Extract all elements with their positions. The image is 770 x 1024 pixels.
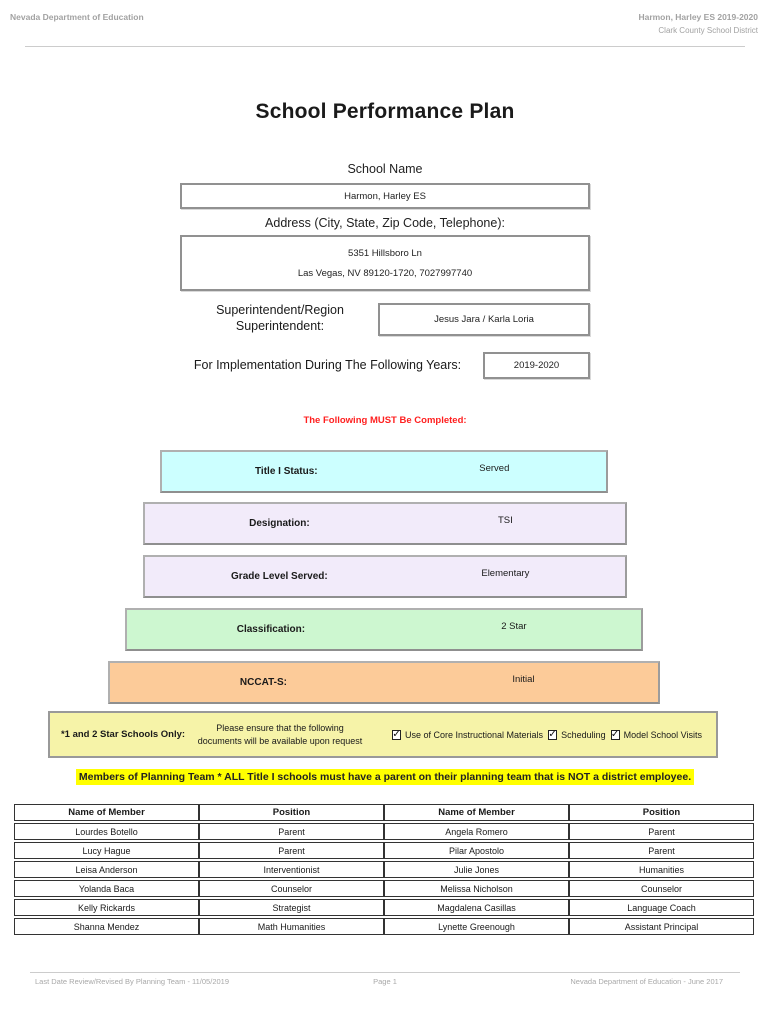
member-name-cell: Leisa Anderson <box>14 861 199 878</box>
table-row: Shanna Mendez Math Humanities Lynette Gr… <box>14 918 754 935</box>
address-line2: Las Vegas, NV 89120-1720, 7027997740 <box>297 267 473 279</box>
header-school-name-year: Harmon, Harley ES 2019-2020 <box>638 12 758 22</box>
superintendent-value: Jesus Jara / Karla Loria <box>434 314 534 325</box>
header-divider <box>25 46 745 47</box>
page-title: School Performance Plan <box>255 100 515 123</box>
footer-org-version: Nevada Department of Education - June 20… <box>570 977 723 986</box>
status-label: NCCAT-S: <box>239 677 287 688</box>
checkbox-label: Model School Visits <box>623 729 702 740</box>
checkbox-label: Scheduling <box>561 729 606 740</box>
column-header: Position <box>199 804 384 821</box>
must-complete-notice: The Following MUST Be Completed: <box>303 415 467 426</box>
member-name-cell: Julie Jones <box>384 861 569 878</box>
position-cell: Interventionist <box>199 861 384 878</box>
implementation-years-label: For Implementation During The Following … <box>193 358 462 372</box>
member-name-cell: Lucy Hague <box>14 842 199 859</box>
position-cell: Parent <box>569 823 754 840</box>
header-school-info: Harmon, Harley ES 2019-2020 Clark County… <box>638 12 758 35</box>
table-row: Lucy Hague Parent Pilar Apostolo Parent <box>14 842 754 859</box>
planning-team-table: Name of Member Position Name of Member P… <box>14 802 754 937</box>
school-name-field[interactable]: Harmon, Harley ES <box>180 183 590 209</box>
implementation-years-field[interactable]: 2019-2020 <box>483 352 590 379</box>
checked-checkbox-icon[interactable]: ✓ <box>610 728 620 740</box>
checkbox-group: ✓ Use of Core Instructional Materials ✓ … <box>364 728 716 740</box>
planning-team-notice: Members of Planning Team * ALL Title I s… <box>75 769 695 785</box>
school-name-value: Harmon, Harley ES <box>344 190 426 202</box>
header-org-name: Nevada Department of Education <box>10 12 144 22</box>
position-cell: Counselor <box>569 880 754 897</box>
status-row-grade-level: Grade Level Served: Elementary <box>143 555 627 598</box>
checked-checkbox-icon[interactable]: ✓ <box>548 728 558 740</box>
table-row: Kelly Rickards Strategist Magdalena Casi… <box>14 899 754 916</box>
position-cell: Parent <box>199 842 384 859</box>
member-name-cell: Magdalena Casillas <box>384 899 569 916</box>
star-schools-box: *1 and 2 Star Schools Only: Please ensur… <box>48 711 718 758</box>
address-label: Address (City, State, Zip Code, Telephon… <box>265 216 505 230</box>
table-row: Leisa Anderson Interventionist Julie Jon… <box>14 861 754 878</box>
status-label: Title I Status: <box>255 466 318 477</box>
status-value[interactable]: 2 Star <box>501 621 527 632</box>
member-name-cell: Angela Romero <box>384 823 569 840</box>
status-value[interactable]: Served <box>479 463 510 474</box>
table-row: Lourdes Botello Parent Angela Romero Par… <box>14 823 754 840</box>
status-row-classification: Classification: 2 Star <box>125 608 643 651</box>
status-row-title-i-status: Title I Status: Served <box>160 450 608 493</box>
status-label: Grade Level Served: <box>231 571 328 582</box>
star-schools-note: Please ensure that the following documen… <box>197 723 363 746</box>
status-value[interactable]: TSI <box>498 515 513 526</box>
position-cell: Assistant Principal <box>569 918 754 935</box>
column-header: Name of Member <box>14 804 199 821</box>
member-name-cell: Shanna Mendez <box>14 918 199 935</box>
status-label: Classification: <box>236 624 306 635</box>
member-name-cell: Lourdes Botello <box>14 823 199 840</box>
position-cell: Humanities <box>569 861 754 878</box>
position-cell: Parent <box>569 842 754 859</box>
implementation-years-value: 2019-2020 <box>513 360 560 371</box>
status-label: Designation: <box>249 518 310 529</box>
superintendent-field[interactable]: Jesus Jara / Karla Loria <box>378 303 590 336</box>
checkbox-core-instructional-materials[interactable]: ✓ Use of Core Instructional Materials <box>392 728 544 740</box>
status-row-designation: Designation: TSI <box>143 502 627 545</box>
member-name-cell: Yolanda Baca <box>14 880 199 897</box>
status-row-nccat-s: NCCAT-S: Initial <box>108 661 660 704</box>
position-cell: Parent <box>199 823 384 840</box>
column-header: Position <box>569 804 754 821</box>
position-cell: Counselor <box>199 880 384 897</box>
checked-checkbox-icon[interactable]: ✓ <box>392 728 401 740</box>
planning-team-notice-row: Members of Planning Team * ALL Title I s… <box>0 767 770 785</box>
status-value[interactable]: Elementary <box>481 568 530 579</box>
checkbox-scheduling[interactable]: ✓ Scheduling <box>548 728 606 740</box>
member-name-cell: Melissa Nicholson <box>384 880 569 897</box>
header-district-name: Clark County School District <box>658 26 758 35</box>
member-name-cell: Kelly Rickards <box>14 899 199 916</box>
footer-last-review-date: Last Date Review/Revised By Planning Tea… <box>35 977 230 986</box>
address-field[interactable]: 5351 Hillsboro Ln Las Vegas, NV 89120-17… <box>180 235 590 291</box>
position-cell: Language Coach <box>569 899 754 916</box>
position-cell: Math Humanities <box>199 918 384 935</box>
star-schools-label: *1 and 2 Star Schools Only: <box>60 729 186 740</box>
member-name-cell: Pilar Apostolo <box>384 842 569 859</box>
table-row: Yolanda Baca Counselor Melissa Nicholson… <box>14 880 754 897</box>
position-cell: Strategist <box>199 899 384 916</box>
checkbox-model-school-visits[interactable]: ✓ Model School Visits <box>610 728 702 740</box>
table-header-row: Name of Member Position Name of Member P… <box>14 804 754 821</box>
column-header: Name of Member <box>384 804 569 821</box>
member-name-cell: Lynette Greenough <box>384 918 569 935</box>
footer-page-number: Page 1 <box>373 977 397 986</box>
checkbox-label: Use of Core Instructional Materials <box>405 729 544 740</box>
address-line1: 5351 Hillsboro Ln <box>348 247 422 259</box>
footer-divider <box>30 972 740 973</box>
school-name-label: School Name <box>347 162 423 176</box>
superintendent-label: Superintendent/Region Superintendent: <box>216 303 344 333</box>
status-value[interactable]: Initial <box>512 674 535 685</box>
